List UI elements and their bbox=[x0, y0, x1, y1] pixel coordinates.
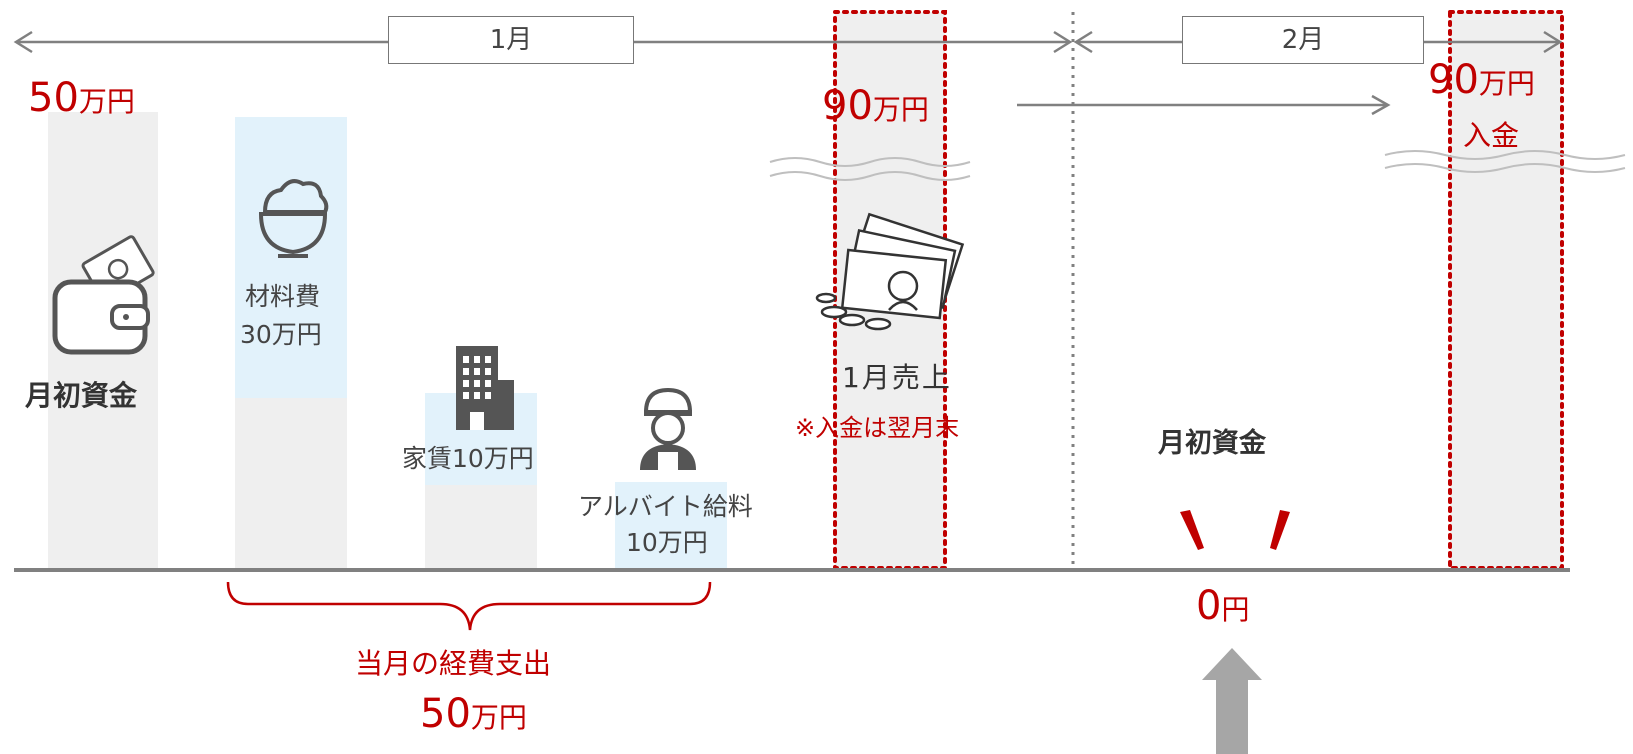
month1-label: 1月 bbox=[388, 16, 634, 64]
break-mark-deposit bbox=[1384, 150, 1626, 173]
month2-span-arrow bbox=[1073, 30, 1563, 54]
feb-opening-amount: 0円 bbox=[1196, 586, 1249, 626]
material-bar-lower bbox=[235, 398, 347, 568]
deposit-label: 入金 bbox=[1463, 119, 1520, 152]
rent-bar-lower bbox=[425, 485, 537, 568]
feb-opening-unit: 円 bbox=[1221, 593, 1250, 626]
expenses-total-number: 50 bbox=[420, 691, 471, 737]
opening-balance-unit: 万円 bbox=[78, 85, 135, 118]
sales-number: 90 bbox=[822, 83, 873, 129]
cash-icon bbox=[815, 212, 965, 331]
expenses-total-label: 当月の経費支出 bbox=[355, 647, 552, 680]
month1-span-arrow bbox=[13, 30, 1073, 54]
feb-opening-label: 月初資金 bbox=[1158, 428, 1266, 459]
break-mark-sales bbox=[769, 157, 971, 181]
deposit-bar bbox=[1450, 12, 1562, 568]
material-amount: 30万円 bbox=[240, 320, 322, 349]
rent-label: 家賃10万円 bbox=[402, 444, 534, 473]
building-icon bbox=[456, 346, 514, 430]
parttime-bar bbox=[615, 482, 727, 568]
rice-bowl-icon bbox=[258, 179, 329, 258]
emphasis-mark-left bbox=[1180, 510, 1204, 550]
material-name: 材料費 bbox=[245, 282, 321, 311]
emphasis-mark-right bbox=[1270, 510, 1290, 550]
sales-label: 1月売上 bbox=[842, 361, 952, 394]
month2-label: 2月 bbox=[1182, 16, 1424, 64]
expenses-total-amount: 50万円 bbox=[420, 694, 527, 734]
expenses-total-unit: 万円 bbox=[470, 701, 527, 734]
parttime-name: アルバイト給料 bbox=[578, 492, 753, 521]
deposit-number: 90 bbox=[1428, 57, 1479, 103]
wallet-icon bbox=[52, 235, 155, 355]
arrow-up-icon bbox=[1202, 648, 1262, 754]
feb-opening-number: 0 bbox=[1196, 583, 1222, 629]
expenses-brace bbox=[226, 581, 712, 631]
deposit-amount: 90万円 bbox=[1428, 60, 1535, 100]
sales-amount: 90万円 bbox=[822, 86, 929, 126]
transfer-arrow bbox=[1017, 94, 1391, 116]
worker-icon bbox=[640, 387, 696, 470]
opening-balance-label: 月初資金 bbox=[25, 379, 138, 412]
parttime-amount: 10万円 bbox=[626, 528, 708, 557]
opening-balance-amount: 50万円 bbox=[28, 78, 135, 118]
opening-balance-number: 50 bbox=[28, 75, 79, 121]
deposit-unit: 万円 bbox=[1478, 67, 1535, 100]
sales-note: ※入金は翌月末 bbox=[795, 414, 960, 442]
sales-unit: 万円 bbox=[872, 93, 929, 126]
